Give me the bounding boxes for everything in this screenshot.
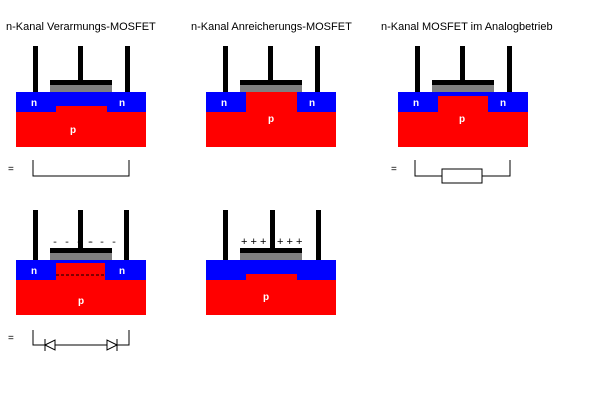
n-label-drain: n bbox=[309, 98, 315, 109]
title-depletion: n-Kanal Verarmungs-MOSFET bbox=[6, 21, 156, 33]
n-label-source: n bbox=[221, 98, 227, 109]
p-region-under-channel bbox=[56, 106, 107, 112]
equivalent-wire: = bbox=[8, 160, 130, 177]
source-lead bbox=[223, 210, 228, 260]
depletion-zone bbox=[56, 263, 105, 280]
panel-analog: n n p bbox=[398, 46, 528, 147]
equals-sign: = bbox=[8, 333, 14, 344]
n-drain bbox=[105, 260, 146, 280]
n-source bbox=[206, 92, 246, 112]
n-channel-induced bbox=[246, 260, 297, 274]
n-drain bbox=[297, 92, 336, 112]
negative-charges-right: - - - bbox=[87, 238, 117, 249]
equivalent-resistor: = bbox=[391, 160, 511, 184]
n-drain bbox=[297, 260, 336, 280]
panel-depletion: n n p bbox=[16, 46, 146, 147]
n-label-drain: n bbox=[500, 98, 506, 109]
gate-electrode bbox=[50, 80, 112, 85]
drain-lead bbox=[124, 210, 129, 260]
title-enhancement: n-Kanal Anreicherungs-MOSFET bbox=[191, 21, 352, 33]
n-label-source: n bbox=[31, 98, 37, 109]
gate-electrode bbox=[240, 80, 302, 85]
gate-lead bbox=[460, 46, 465, 80]
p-region-under-channel bbox=[246, 274, 297, 280]
positive-charges-left: + + + bbox=[241, 236, 266, 248]
n-label-source: n bbox=[413, 98, 419, 109]
source-lead bbox=[33, 210, 38, 260]
equals-sign: = bbox=[391, 164, 397, 175]
p-label: p bbox=[263, 292, 269, 303]
gate-oxide bbox=[432, 85, 494, 92]
negative-charges-left: - - - - bbox=[52, 238, 94, 249]
n-channel-thin bbox=[438, 92, 488, 96]
n-label-source: n bbox=[31, 266, 37, 277]
n-source bbox=[16, 92, 56, 112]
gate-oxide bbox=[50, 85, 112, 92]
drain-lead bbox=[507, 46, 512, 92]
resistor-symbol bbox=[441, 168, 483, 184]
n-source bbox=[398, 92, 438, 112]
equals-sign: = bbox=[8, 164, 14, 175]
equivalent-diodes: = bbox=[8, 330, 130, 351]
p-label: p bbox=[78, 296, 84, 307]
drain-lead bbox=[125, 46, 130, 92]
p-label: p bbox=[70, 125, 76, 136]
gate-electrode bbox=[240, 248, 302, 253]
p-substrate bbox=[206, 280, 336, 315]
positive-charges-right: + + + bbox=[277, 236, 302, 248]
p-substrate bbox=[16, 280, 146, 315]
n-channel bbox=[56, 92, 107, 106]
n-source bbox=[206, 260, 246, 280]
gate-lead bbox=[268, 46, 273, 80]
drain-lead bbox=[315, 46, 320, 92]
panel-enhancement: n n p bbox=[206, 46, 336, 147]
gate-electrode bbox=[432, 80, 494, 85]
p-substrate bbox=[16, 112, 146, 147]
gate-oxide bbox=[240, 85, 302, 92]
title-analog: n-Kanal MOSFET im Analogbetrieb bbox=[381, 21, 553, 33]
n-drain bbox=[488, 92, 528, 112]
n-channel-depleted bbox=[56, 260, 105, 263]
source-lead bbox=[223, 46, 228, 92]
source-lead bbox=[415, 46, 420, 92]
gate-lead bbox=[270, 210, 275, 248]
panel-depletion-negative: - - - - - - - n n p bbox=[16, 210, 146, 315]
source-lead bbox=[33, 46, 38, 92]
diode-left-symbol bbox=[43, 339, 56, 351]
drain-lead bbox=[316, 210, 321, 260]
p-label: p bbox=[268, 114, 274, 125]
gate-oxide bbox=[240, 253, 302, 260]
p-label: p bbox=[459, 114, 465, 125]
gate-oxide bbox=[50, 253, 112, 260]
n-drain bbox=[107, 92, 146, 112]
gate-lead bbox=[78, 46, 83, 80]
gate-electrode bbox=[50, 248, 112, 253]
n-label-drain: n bbox=[119, 266, 125, 277]
n-label-drain: n bbox=[119, 98, 125, 109]
n-source bbox=[16, 260, 56, 280]
gate-lead bbox=[78, 210, 83, 248]
panel-enhancement-positive: + + + + + + p bbox=[206, 210, 336, 315]
diode-right-symbol bbox=[106, 339, 119, 351]
